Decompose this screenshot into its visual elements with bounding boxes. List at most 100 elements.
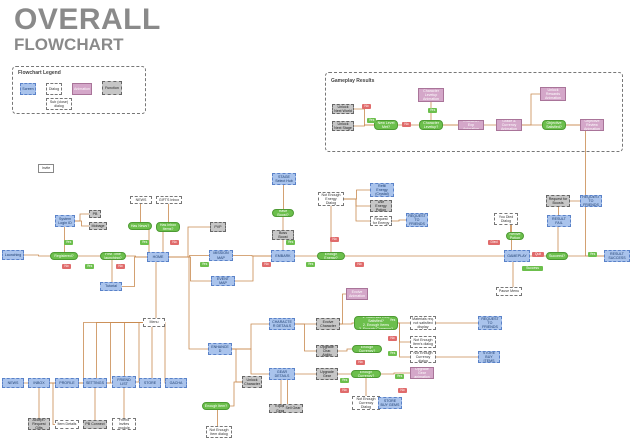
legend-title: Flowchart Legend bbox=[18, 70, 61, 76]
legend-item-screen: Screen bbox=[20, 83, 36, 95]
node-char-levelup: Character Levelup Animation bbox=[418, 88, 444, 102]
gameplay-results-label: Gameplay Results bbox=[331, 78, 375, 84]
node-inbox-s: INBOX bbox=[28, 378, 50, 388]
node-upgrade-gear: Upgrade Gear bbox=[316, 368, 338, 380]
legend-item-function: Function bbox=[102, 81, 122, 95]
node-request-friends2: REQUEST TO FRIENDS bbox=[580, 195, 602, 207]
node-not-enough-currency: Not Enough Currency dialog bbox=[410, 351, 436, 363]
node-item-details: Item Details bbox=[55, 420, 79, 429]
node-gacha-s: GACHA bbox=[165, 378, 187, 388]
edge-home-to-enhanced bbox=[158, 256, 221, 351]
branch-tag-yes: Yes bbox=[388, 351, 397, 356]
node-unlock-stage: Unlock Next Stage bbox=[332, 121, 354, 131]
node-pvp: PVP bbox=[210, 222, 226, 232]
node-first-time: First Time launching? bbox=[100, 252, 126, 260]
node-home: HOME bbox=[147, 252, 169, 262]
branch-tag-no: No bbox=[402, 122, 411, 127]
node-upgrade-char: Upgrade Char. Ability bbox=[316, 345, 338, 357]
edge-event-map-to-embark bbox=[223, 254, 284, 282]
branch-tag-no: No bbox=[262, 262, 271, 267]
node-not-enough-item: Not Enough Item dialog bbox=[206, 426, 232, 438]
node-unlock-world: Unlock Next World bbox=[332, 104, 354, 114]
branch-tag-yes: Yes bbox=[306, 262, 315, 267]
edge-menu-to-news-s bbox=[12, 322, 154, 385]
diagram-subtitle: FLOWCHART bbox=[14, 35, 124, 54]
node-event-map: EVENT MAP bbox=[211, 276, 235, 286]
branch-tag-no: No bbox=[170, 240, 179, 245]
edge-menu-to-profile-s bbox=[66, 322, 154, 385]
branch-tag-no: No bbox=[116, 264, 125, 269]
node-has-gifts: Has Inbox Items? bbox=[156, 222, 180, 232]
diagram-title: OVERALL bbox=[14, 3, 161, 36]
node-result-fail: RESULT FAIL bbox=[547, 215, 571, 227]
node-boss-boost: Boss Boost bbox=[272, 230, 294, 240]
node-embark: EMBARK bbox=[271, 250, 295, 262]
node-store-buy: STORE BUY ITEMS bbox=[478, 351, 500, 363]
branch-tag-yes: Yes bbox=[388, 318, 397, 323]
node-char-exp: Character Exp Animation bbox=[458, 120, 484, 130]
branch-tag-yes: Yes bbox=[428, 108, 437, 113]
node-new-level: New Level Met? bbox=[374, 120, 398, 130]
branch-tag-yes: Yes bbox=[140, 240, 149, 245]
branch-tag-no: No bbox=[62, 264, 71, 269]
legend-item-dialog: Dialog bbox=[46, 83, 62, 95]
node-enough-currency2: Enough Currency? bbox=[351, 370, 381, 378]
node-enhanced: ENHANCED bbox=[208, 343, 232, 355]
edge-enhanced-to-gear-details bbox=[220, 348, 283, 376]
node-menu: Menu bbox=[143, 318, 165, 327]
edge-menu-to-gacha-s bbox=[154, 322, 177, 385]
node-pb: PB bbox=[89, 210, 101, 218]
title-block: OVERALL FLOWCHART bbox=[14, 4, 161, 54]
node-grade-reward: Grade & Currency Animation bbox=[496, 119, 522, 131]
branch-tag-yes: Yes bbox=[367, 118, 376, 123]
node-char-levelup-q: Character Levelup? bbox=[419, 120, 443, 130]
node-gifts-inbox: GIFTS Inbox bbox=[156, 196, 182, 204]
edge-menu-to-settings-s bbox=[94, 322, 154, 385]
branch-tag-yes: Yes bbox=[395, 374, 404, 379]
node-mobage: Mobage bbox=[89, 222, 107, 230]
node-pb-connect: PB Connect bbox=[83, 420, 107, 429]
node-request-energy: Request for Energy bbox=[370, 216, 392, 226]
edge-menu-to-store-s bbox=[149, 322, 154, 385]
node-refill-energy: Refill Energy (Crystal) bbox=[370, 183, 394, 197]
node-succeed: Succeed? bbox=[546, 252, 568, 260]
legend-item-sub-close-dialog: Sub (close) dialog bbox=[46, 98, 72, 110]
node-not-enough-item2: Not Enough Item's dialog bbox=[410, 336, 436, 348]
branch-tag-no: No bbox=[330, 237, 339, 242]
node-registered: Registered? bbox=[50, 252, 78, 260]
node-settings-s: SETTINGS bbox=[83, 378, 107, 388]
node-not-enough-energy: Not Enough Energy Dialog bbox=[318, 192, 344, 206]
node-pause-menu: Pause Menu bbox=[496, 287, 522, 296]
node-result-success: RESULT SUCCESS bbox=[604, 250, 630, 262]
node-launching: Launching bbox=[2, 250, 24, 260]
branch-tag-yes: Yes bbox=[286, 240, 295, 245]
node-profile-s: PROFILE bbox=[55, 378, 79, 388]
node-stage-select: STAGE Select Hub bbox=[272, 173, 296, 185]
node-friend-list: FRIEND LIST bbox=[112, 376, 136, 388]
node-not-enough-currency2: Not Enough Currency Dialog bbox=[352, 396, 380, 410]
node-evolve-anim: Evolve Animation bbox=[346, 288, 368, 300]
branch-tag-yes: Yes bbox=[588, 252, 597, 257]
node-friend-invites: Friend Invites module bbox=[112, 418, 136, 430]
node-objective: Objective Satisfied? bbox=[542, 120, 566, 130]
branch-tag-no: No bbox=[398, 388, 407, 393]
gameplay-results-group bbox=[325, 72, 623, 152]
branch-tag-no: No bbox=[362, 104, 371, 109]
branch-tag-quit: Quit bbox=[532, 252, 544, 257]
node-revive-potion: Revive Potion bbox=[506, 232, 524, 240]
branch-tag-no: No bbox=[356, 360, 365, 365]
branch-tag-died: Died bbox=[488, 240, 500, 245]
node-enough-currency1: Enough Currency? bbox=[352, 345, 382, 353]
node-enough-energy: Enough Energy? bbox=[317, 252, 345, 260]
node-news-s: NEWS bbox=[2, 378, 24, 388]
legend-item-animation: Animation bbox=[72, 83, 92, 95]
node-have-boost: Have Boost? bbox=[272, 209, 294, 217]
edge-menu-to-friend-list bbox=[123, 322, 154, 384]
branch-tag-no: No bbox=[355, 262, 364, 267]
node-char-details: CHARACTER DETAILS bbox=[269, 318, 295, 330]
node-request-boosts: Request for Boosts bbox=[546, 195, 570, 207]
node-materials: 1. Materials Req. Satisfied? 2. Enough I… bbox=[354, 316, 398, 330]
branch-tag-yes: Yes bbox=[85, 264, 94, 269]
branch-tag-yes: Yes bbox=[64, 240, 73, 245]
node-request-friends3: REQUEST TO FRIENDS bbox=[478, 316, 502, 330]
